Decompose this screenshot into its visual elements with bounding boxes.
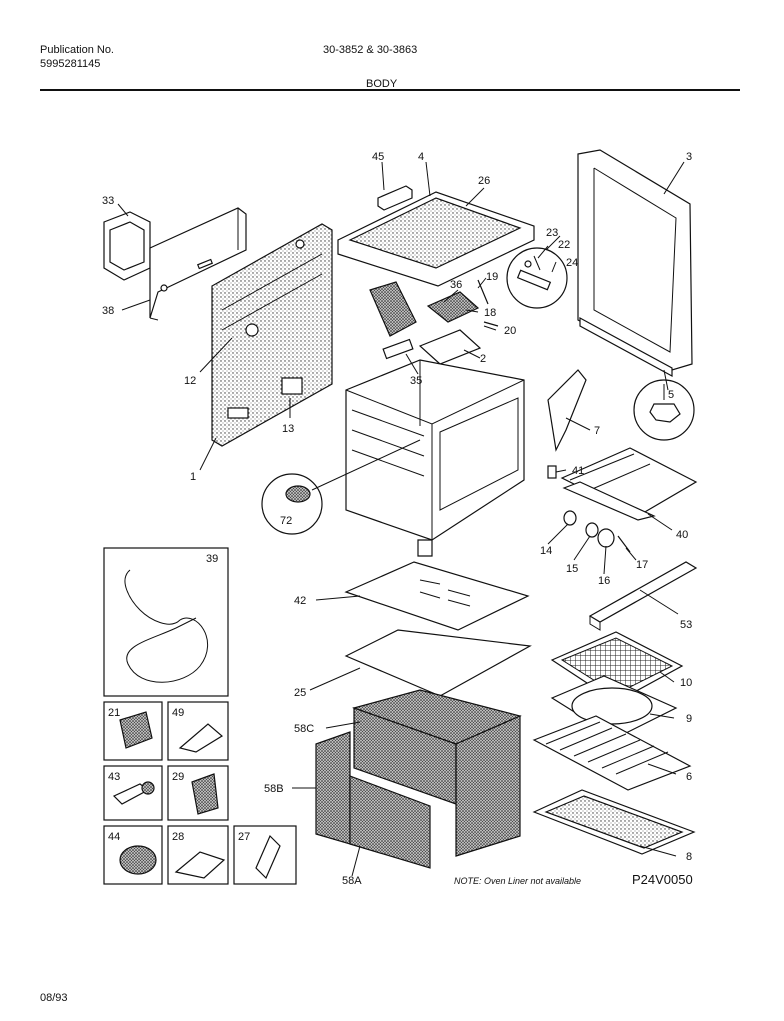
callout-35: 35 (410, 375, 422, 387)
part-4-top-box (337, 185, 535, 287)
callout-1: 1 (190, 471, 196, 483)
part-5-leveling-leg (633, 379, 695, 441)
box-43-screw (103, 765, 163, 821)
callout-72: 72 (280, 515, 292, 527)
part-18-36-controls (369, 279, 499, 365)
part-22-24-detail (506, 247, 568, 309)
box-49-bracket (167, 701, 229, 761)
callout-21: 21 (108, 707, 120, 719)
callout-43: 43 (108, 771, 120, 783)
callout-58c: 58C (294, 723, 314, 735)
callout-49: 49 (172, 707, 184, 719)
box-28-clip (167, 825, 229, 885)
part-9-broil-pan (550, 675, 678, 739)
diagram-code: P24V0050 (632, 872, 693, 887)
part-38-side-panel (149, 207, 247, 321)
callout-42: 42 (294, 595, 306, 607)
part-oven-body (345, 359, 525, 557)
callout-38: 38 (102, 305, 114, 317)
callout-33: 33 (102, 195, 114, 207)
callout-58b: 58B (264, 783, 284, 795)
callout-labels: 33 38 12 13 1 45 4 26 3 23 22 24 19 36 1… (102, 151, 693, 887)
part-40-broil-shield (547, 447, 698, 521)
callout-3: 3 (686, 151, 692, 163)
callout-22: 22 (558, 239, 570, 251)
callout-27: 27 (238, 831, 250, 843)
callout-44: 44 (108, 831, 120, 843)
section-title: BODY (366, 78, 398, 90)
leader-lines (117, 161, 685, 877)
part-33-bracket (103, 211, 151, 281)
callout-23: 23 (546, 227, 558, 239)
part-6-oven-rack (532, 715, 692, 791)
callout-24: 24 (566, 257, 578, 269)
part-72-grommet (261, 473, 323, 535)
callout-18: 18 (484, 307, 496, 319)
callout-17: 17 (636, 559, 648, 571)
part-42-bottom-panel (344, 561, 530, 631)
callout-41: 41 (572, 465, 584, 477)
callout-25: 25 (294, 687, 306, 699)
callout-6: 6 (686, 771, 692, 783)
callout-7: 7 (594, 425, 600, 437)
callout-5: 5 (668, 389, 674, 401)
part-7-element (547, 369, 587, 452)
callout-53: 53 (680, 619, 692, 631)
callout-2: 2 (480, 353, 486, 365)
callout-14: 14 (540, 545, 552, 557)
box-44-knob (103, 825, 163, 885)
part-8-pan (532, 789, 696, 855)
callout-19: 19 (486, 271, 498, 283)
callout-28: 28 (172, 831, 184, 843)
callout-58a: 58A (342, 875, 362, 887)
header-rule (40, 89, 740, 91)
model-numbers: 30-3852 & 30-3863 (323, 44, 418, 56)
box-39-power-cord (103, 547, 229, 697)
part-25-panel (344, 629, 532, 697)
publication-label: Publication No. (40, 44, 114, 56)
callout-9: 9 (686, 713, 692, 725)
callout-29: 29 (172, 771, 184, 783)
part-58-oven-liner (315, 689, 522, 869)
callout-45: 45 (372, 151, 384, 163)
box-29-clip (167, 765, 229, 821)
callout-15: 15 (566, 563, 578, 575)
part-3-frame (577, 149, 693, 378)
callout-36: 36 (450, 279, 462, 291)
callout-13: 13 (282, 423, 294, 435)
callout-20: 20 (504, 325, 516, 337)
callout-39: 39 (206, 553, 218, 565)
footer-date: 08/93 (40, 992, 68, 1004)
box-21-clip (103, 701, 163, 761)
part-1-back-panel (211, 223, 333, 447)
part-14-17-small-parts (563, 510, 631, 553)
callout-12: 12 (184, 375, 196, 387)
callout-8: 8 (686, 851, 692, 863)
callout-10: 10 (680, 677, 692, 689)
publication-number: 5995281145 (40, 58, 101, 70)
callout-26: 26 (478, 175, 490, 187)
box-27-bracket (233, 825, 297, 885)
callout-4: 4 (418, 151, 424, 163)
callout-16: 16 (598, 575, 610, 587)
oven-liner-note: NOTE: Oven Liner not available (454, 876, 581, 886)
callout-40: 40 (676, 529, 688, 541)
